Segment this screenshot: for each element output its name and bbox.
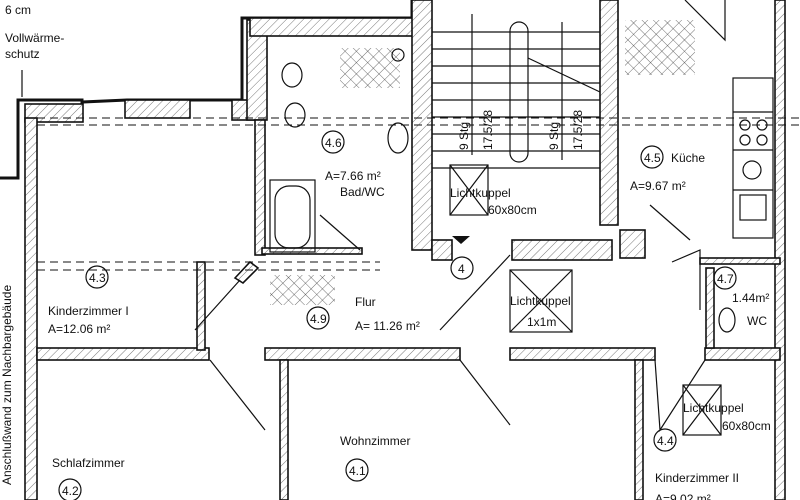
room-4-4-number: 4.4 xyxy=(657,434,674,448)
tile-area-hall xyxy=(270,275,335,305)
stair-2-dims: 17.5/28 xyxy=(571,110,585,150)
party-wall-note: Anschlußwand zum Nachbargebäude xyxy=(0,285,14,485)
skylight-2-size: 1x1m xyxy=(527,315,556,329)
stair-2-steps: 9 Stg xyxy=(547,122,561,150)
kitchen-counter xyxy=(732,77,774,239)
stairwell-number: 4 xyxy=(458,262,465,276)
room-4-2-name: Schlafzimmer xyxy=(52,456,125,470)
stair-1-steps: 9 Stg xyxy=(457,122,471,150)
room-4-7-area: 1.44m² xyxy=(732,291,769,305)
skylight-1-size: 60x80cm xyxy=(488,203,537,217)
room-4-5-number: 4.5 xyxy=(644,151,661,165)
room-4-6-name: Bad/WC xyxy=(340,185,385,199)
bath-fixtures xyxy=(269,48,736,333)
skylight-2-label: Lichtkuppel xyxy=(510,294,571,308)
tile-area-kitchen xyxy=(625,20,695,75)
room-4-7-number: 4.7 xyxy=(717,272,734,286)
room-number-circles xyxy=(58,130,737,500)
room-4-9-name: Flur xyxy=(355,295,376,309)
room-4-1-name: Wohnzimmer xyxy=(340,434,410,448)
skylight-3-size: 60x80cm xyxy=(722,419,771,433)
insulation-note-2: Vollwärme- xyxy=(5,31,64,45)
room-4-9-area: A= 11.26 m² xyxy=(355,319,420,333)
skylights xyxy=(449,164,722,436)
room-4-3-area: A=12.06 m² xyxy=(48,322,110,336)
room-4-3-name: Kinderzimmer I xyxy=(48,304,129,318)
room-4-3-number: 4.3 xyxy=(89,271,106,285)
room-4-6-area: A=7.66 m² xyxy=(325,169,381,183)
room-4-6-number: 4.6 xyxy=(325,136,342,150)
room-4-2-number: 4.2 xyxy=(62,484,79,498)
walls xyxy=(24,0,786,500)
room-4-4-area: A=9.02 m² xyxy=(655,492,711,500)
room-4-5-name: Küche xyxy=(671,151,705,165)
stair-1-dims: 17.5/28 xyxy=(481,110,495,150)
room-4-5-area: A=9.67 m² xyxy=(630,179,686,193)
room-4-1-number: 4.1 xyxy=(349,464,366,478)
tile-area-bath xyxy=(340,48,400,88)
insulation-note-3: schutz xyxy=(5,47,40,61)
room-4-7-name: WC xyxy=(747,314,767,328)
doors xyxy=(194,0,726,432)
room-4-4-name: Kinderzimmer II xyxy=(655,471,739,485)
skylight-3-label: Lichtkuppel xyxy=(683,401,744,415)
skylight-1-label: Lichtkuppel xyxy=(450,186,511,200)
down-arrow-icon xyxy=(452,236,470,244)
room-4-9-number: 4.9 xyxy=(310,312,327,326)
staircase xyxy=(432,14,601,169)
insulation-note-1: 6 cm xyxy=(5,3,31,17)
